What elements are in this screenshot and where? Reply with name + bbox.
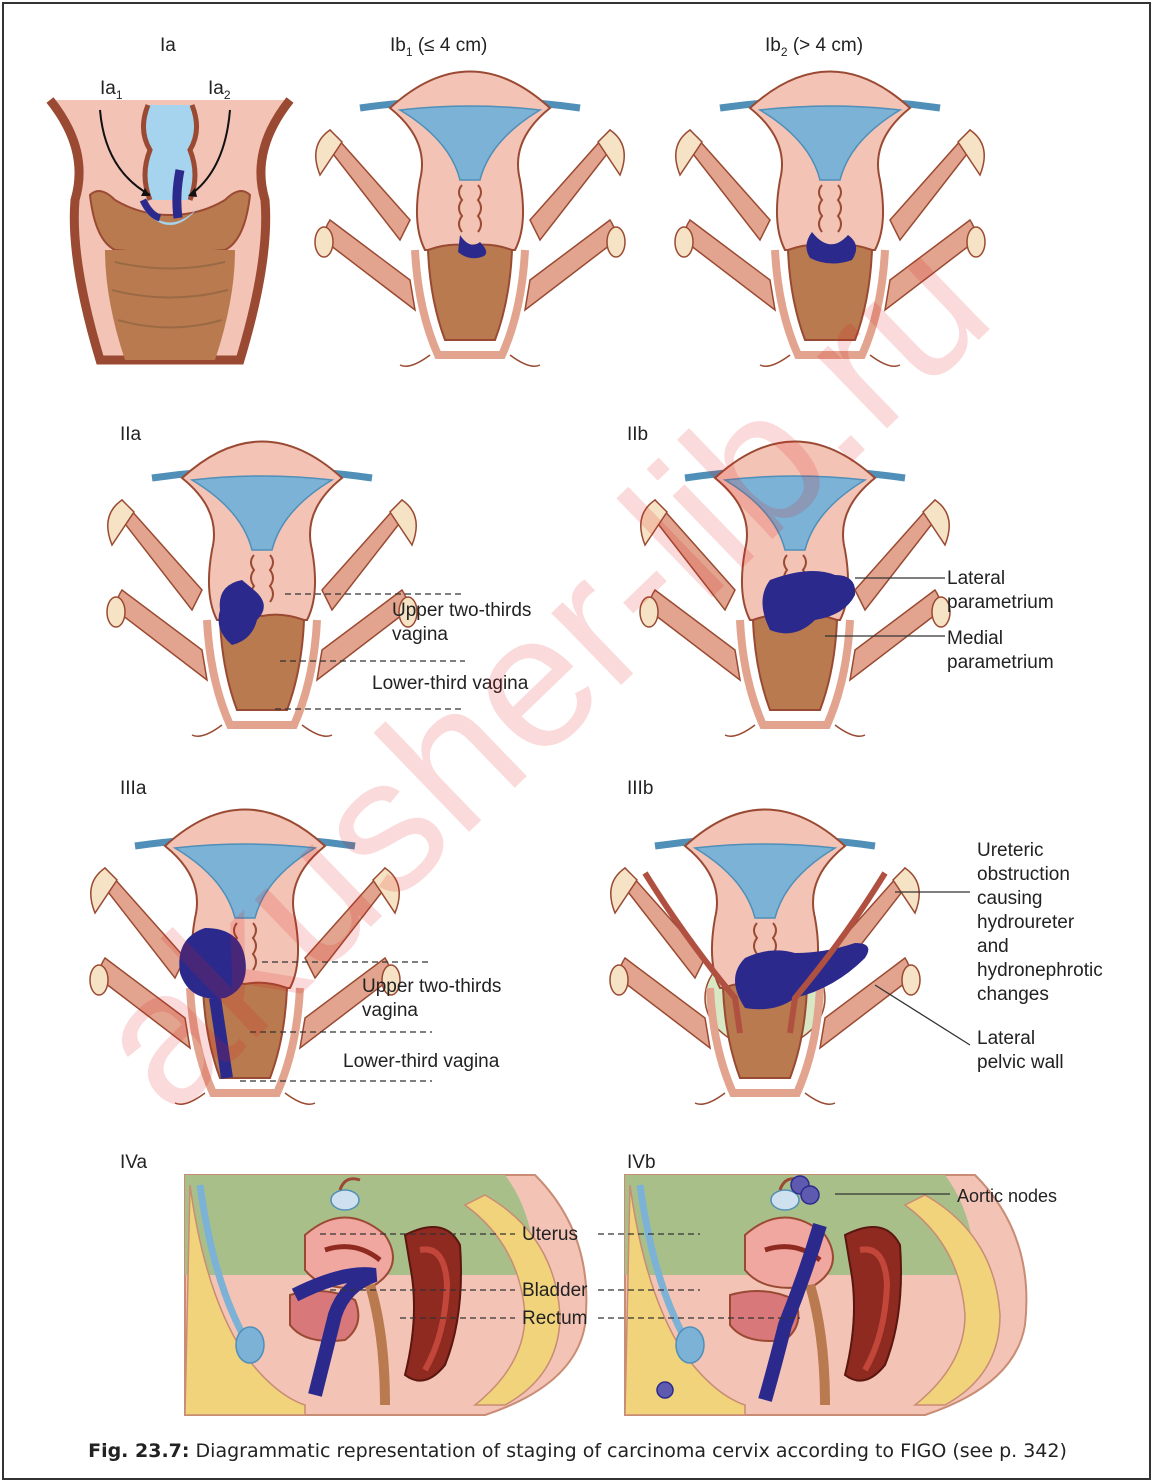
iiib-ureteric-line-4: hydroureter	[977, 912, 1074, 934]
iiib-ureteric-line-3: causing	[977, 888, 1043, 910]
stage-iiia-title: IIIa	[120, 778, 146, 800]
stage-ivb-title: IVb	[627, 1152, 656, 1174]
stage-iiib-drawing	[610, 810, 920, 1105]
iib-lateral-label: Lateral	[947, 568, 1005, 590]
bladder-label: Bladder	[522, 1280, 588, 1302]
stage-iiib-title: IIIb	[627, 778, 653, 800]
iiia-upper-two-thirds-label: Upper two-thirds	[362, 976, 501, 998]
aortic-nodes-label: Aortic nodes	[957, 1185, 1057, 1207]
iiib-ureteric-line-1: Ureteric	[977, 840, 1044, 862]
iiia-vagina-label: vagina	[362, 1000, 418, 1022]
stage-ia1-label: Ia1	[100, 78, 123, 106]
stage-iva-title: IVa	[120, 1152, 147, 1174]
stage-iib-title: IIb	[627, 424, 648, 446]
iib-lateral-parametrium-label: parametrium	[947, 592, 1054, 614]
stage-iia-title: IIa	[120, 424, 141, 446]
stage-ib1-drawing	[315, 72, 625, 367]
stage-iia-drawing	[107, 442, 417, 737]
uterus-label: Uterus	[522, 1224, 578, 1246]
iia-upper-two-thirds-label: Upper two-thirds	[392, 600, 531, 622]
iiib-ureteric-line-6: hydronephrotic	[977, 960, 1103, 982]
stage-iib-drawing	[640, 442, 950, 737]
iiia-lower-third-label: Lower-third vagina	[343, 1051, 499, 1073]
caption-text: Diagrammatic representation of staging o…	[190, 1440, 1067, 1462]
caption-prefix: Fig. 23.7:	[88, 1440, 189, 1462]
figure-caption: Fig. 23.7: Diagrammatic representation o…	[0, 1440, 1155, 1462]
stage-ia2-label: Ia2	[208, 78, 231, 106]
stage-ia-title: Ia	[160, 35, 176, 57]
iiib-ureteric-line-7: changes	[977, 984, 1049, 1006]
iia-vagina-label: vagina	[392, 624, 448, 646]
iib-medial-parametrium-label: parametrium	[947, 652, 1054, 674]
iiib-ureteric-line-2: obstruction	[977, 864, 1070, 886]
stage-ib2-title: Ib2 (> 4 cm)	[765, 35, 863, 63]
iiib-pelvic-wall-label: pelvic wall	[977, 1052, 1064, 1074]
stage-ib2-drawing	[675, 72, 985, 367]
iiib-ureteric-line-5: and	[977, 936, 1009, 958]
stage-ib1-title: Ib1 (≤ 4 cm)	[390, 35, 487, 63]
stage-ia-drawing	[45, 100, 290, 360]
stage-ivb-drawing	[625, 1175, 1026, 1415]
iiib-lateral-label: Lateral	[977, 1028, 1035, 1050]
iib-medial-label: Medial	[947, 628, 1003, 650]
iia-lower-third-label: Lower-third vagina	[372, 673, 528, 695]
rectum-label: Rectum	[522, 1308, 587, 1330]
